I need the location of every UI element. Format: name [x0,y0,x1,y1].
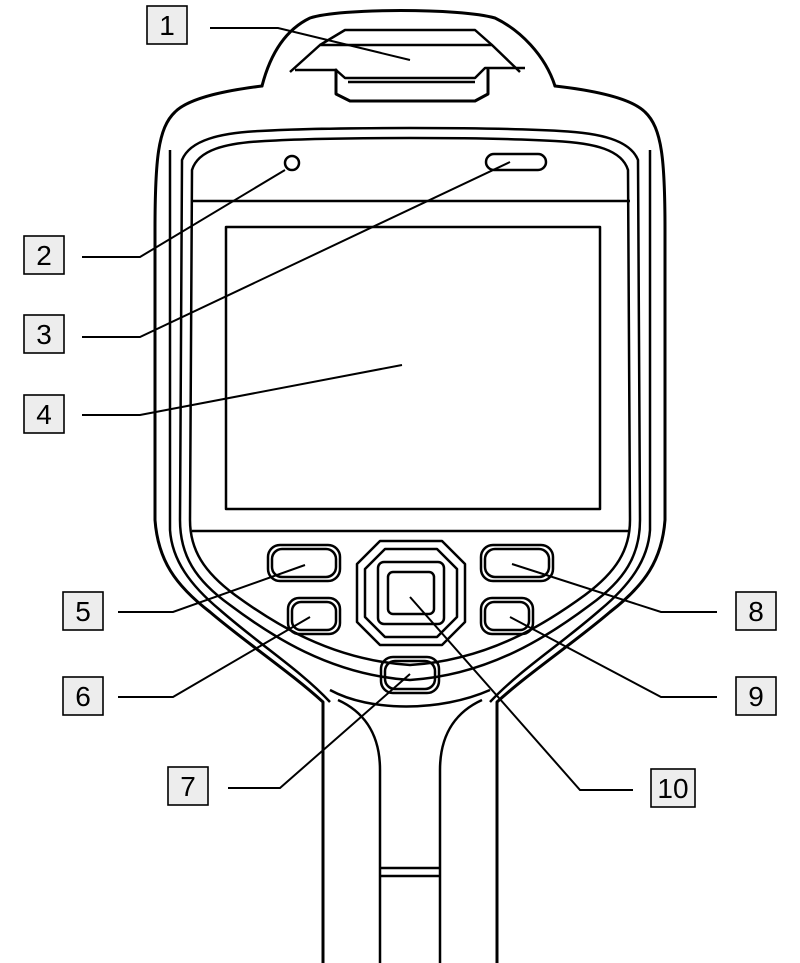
leader-lines [82,27,717,791]
callout-8-label: 8 [748,596,764,627]
callout-1-label: 1 [159,10,175,41]
callout-5: 5 [62,591,104,631]
callout-9-label: 9 [748,681,764,712]
callout-2: 2 [23,235,65,275]
callout-2-label: 2 [36,240,52,271]
button-9 [479,596,535,636]
callout-7-label: 7 [180,771,196,802]
button-6-inner [290,600,338,632]
callout-6: 6 [62,676,104,716]
top-housing [260,9,557,103]
button-8 [479,543,555,583]
callout-3: 3 [23,314,65,354]
callout-4-label: 4 [36,399,52,430]
callout-4: 4 [23,394,65,434]
callout-7: 7 [167,766,209,806]
callout-5-label: 5 [75,596,91,627]
led-slot [484,152,548,172]
callout-10-label: 10 [657,773,688,804]
callout-8: 8 [735,591,777,631]
button-8-inner [483,547,551,579]
button-5-inner [270,547,338,579]
camera-body [153,84,667,963]
button-7 [379,655,441,695]
callout-10: 10 [650,768,696,808]
navigation-pad [355,539,467,647]
button-9-inner [483,600,531,632]
callout-1: 1 [146,5,188,45]
touch-screen [224,225,602,511]
button-6 [286,596,342,636]
callout-3-label: 3 [36,319,52,350]
button-7-inner [383,659,437,691]
callout-9: 9 [735,676,777,716]
callout-6-label: 6 [75,681,91,712]
light-sensor [283,154,301,172]
button-5 [266,543,342,583]
